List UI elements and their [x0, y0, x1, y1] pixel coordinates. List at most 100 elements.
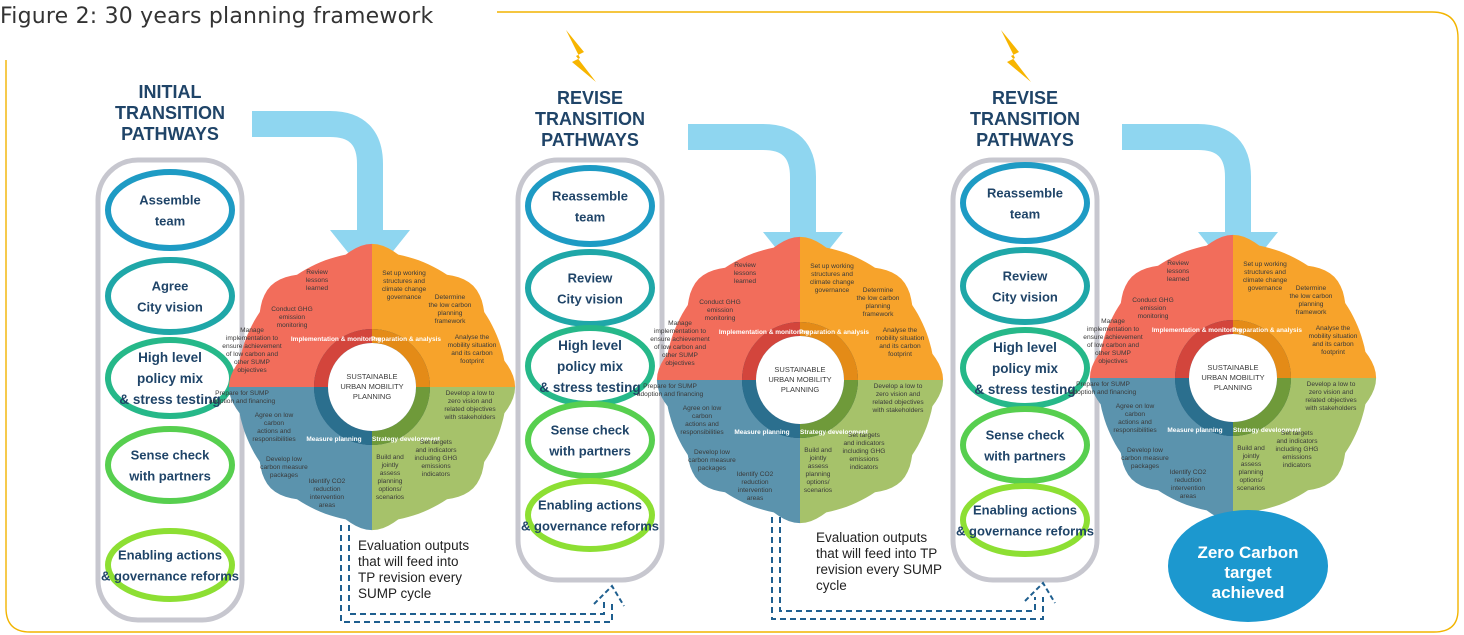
target-line-2: target [1224, 563, 1272, 582]
step-5: Enabling actions& governance reforms [956, 483, 1094, 557]
phase-label: Strategy development [372, 436, 441, 443]
step-ring [960, 162, 1090, 244]
step-ring [960, 483, 1090, 557]
column-heading-line: TRANSITION [535, 109, 645, 129]
target-line-3: achieved [1212, 583, 1285, 602]
step-ring [960, 406, 1090, 484]
step-ring [525, 401, 655, 479]
phase-label: Implementation & monitoring [1152, 327, 1242, 334]
wheel-center [756, 336, 844, 424]
step-label: Enabling actions& governance reforms [956, 503, 1094, 539]
phase-label: Implementation & monitoring [291, 336, 381, 343]
lightning-bolt-icon [566, 30, 596, 82]
figure-title: Figure 2: 30 years planning framework [0, 4, 434, 29]
step-5: Enabling actions& governance reforms [521, 478, 659, 552]
dashed-return-arrow-icon [340, 525, 625, 623]
phase-label: Measure planning [1167, 427, 1222, 434]
step-ring [105, 426, 235, 504]
zero-carbon-target: Zero Carbon target achieved [1168, 510, 1328, 622]
step-ring [105, 257, 235, 335]
phase-label: Implementation & monitoring [719, 329, 809, 336]
step-ring [525, 249, 655, 327]
phase-label: Strategy development [1233, 427, 1302, 434]
figure-frame [5, 11, 1459, 633]
phase-label: Measure planning [306, 436, 361, 443]
step-label: Enabling actions& governance reforms [521, 498, 659, 534]
phase-label: Preparation & analysis [799, 329, 869, 336]
column-heading-line: INITIAL [139, 82, 202, 102]
step-ring [525, 165, 655, 247]
column-heading-line: REVISE [992, 88, 1058, 108]
step-ring [525, 478, 655, 552]
step-label: Enabling actions& governance reforms [101, 548, 239, 584]
column-heading-line: REVISE [557, 88, 623, 108]
column-heading-line: PATHWAYS [541, 130, 639, 150]
phase-label: Strategy development [800, 429, 869, 436]
step-ring [960, 247, 1090, 325]
phase-label: Measure planning [734, 429, 789, 436]
step-5: Enabling actions& governance reforms [101, 528, 239, 602]
